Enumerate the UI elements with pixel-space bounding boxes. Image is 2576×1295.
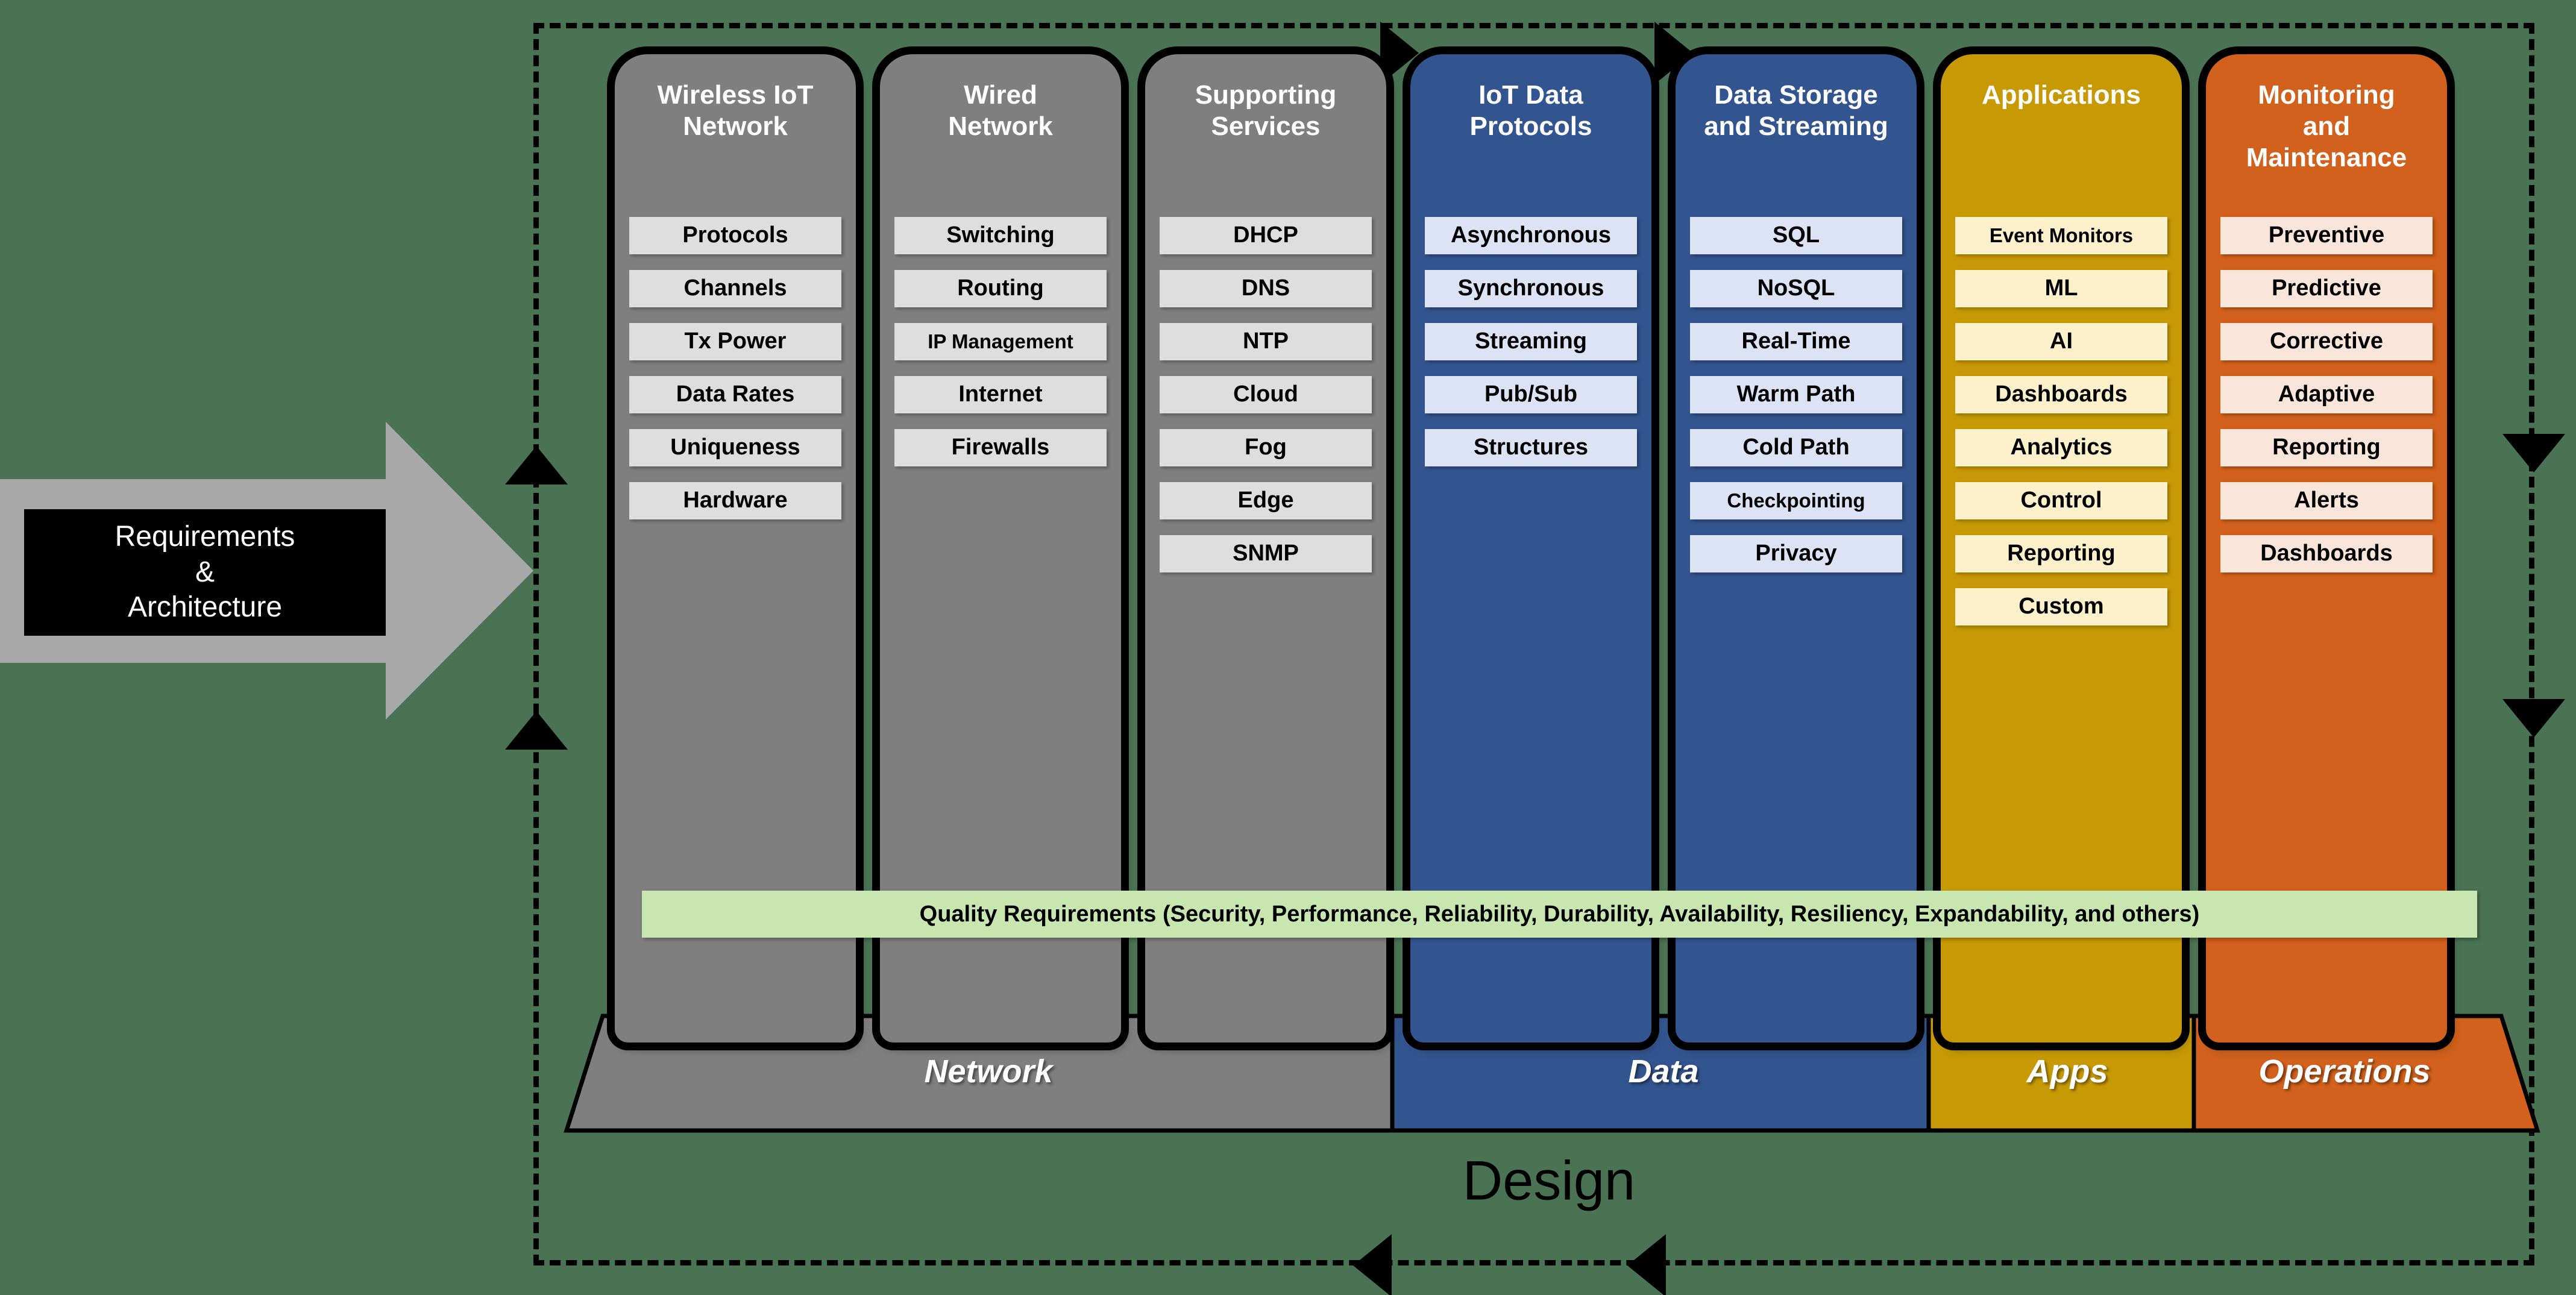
pillar-item[interactable]: IP Management (894, 322, 1107, 360)
pillar-item[interactable]: SNMP (1160, 535, 1372, 572)
pillar-title-line: Wired (964, 80, 1037, 110)
pillar-item[interactable]: Checkpointing (1690, 481, 1902, 519)
pillar-item[interactable]: Asynchronous (1425, 216, 1637, 254)
pillar-title-line: Supporting (1195, 80, 1337, 110)
pillar-item[interactable]: Predictive (2220, 269, 2433, 307)
pillar-title-line: Monitoring (2258, 80, 2395, 110)
base-label-data: Data (1628, 1053, 1699, 1090)
pillar-item[interactable]: Dashboards (2220, 535, 2433, 572)
pillar-item[interactable]: ML (1955, 269, 2167, 307)
pillar-item[interactable]: Custom (1955, 588, 2167, 626)
pillar-item[interactable]: Event Monitors (1955, 216, 2167, 254)
pillar-title-line: and Streaming (1704, 111, 1888, 141)
pillar-item[interactable]: Preventive (2220, 216, 2433, 254)
pillar-title-line: IoT Data (1478, 80, 1583, 110)
pillar-item[interactable]: Data Rates (629, 375, 841, 413)
pillar-title-line: Network (948, 111, 1053, 141)
pillar-item[interactable]: Firewalls (894, 428, 1107, 466)
pillar-item[interactable]: Routing (894, 269, 1107, 307)
pillar-item[interactable]: Uniqueness (629, 428, 841, 466)
pillar-item[interactable]: Switching (894, 216, 1107, 254)
pillar-title-line: Applications (1981, 80, 2141, 110)
pillar-item[interactable]: Hardware (629, 481, 841, 519)
pillar-item[interactable]: Privacy (1690, 535, 1902, 572)
pillar-item[interactable]: Dashboards (1955, 375, 2167, 413)
pillar-item[interactable]: Reporting (2220, 428, 2433, 466)
pillar-item[interactable]: SQL (1690, 216, 1902, 254)
pillar-title-line: Services (1211, 111, 1321, 141)
boundary-arrow-right-lower-icon (2502, 699, 2565, 738)
pillar-item[interactable]: Cloud (1160, 375, 1372, 413)
input-arrow-head-icon (386, 422, 533, 720)
pillar-item[interactable]: Control (1955, 481, 2167, 519)
pillar-item[interactable]: DNS (1160, 269, 1372, 307)
pillar-item[interactable]: Internet (894, 375, 1107, 413)
pillar-item[interactable]: Pub/Sub (1425, 375, 1637, 413)
pillar-title-line: Network (683, 111, 788, 141)
pillar-item[interactable]: Streaming (1425, 322, 1637, 360)
boundary-arrow-right-upper-icon (2502, 434, 2565, 472)
boundary-arrow-bottom-right-icon (1627, 1234, 1666, 1295)
pillar-item[interactable]: Edge (1160, 481, 1372, 519)
base-label-operations: Operations (2258, 1053, 2431, 1090)
pillar-title-line: and (2302, 111, 2351, 141)
base-label-network: Network (924, 1053, 1053, 1090)
pillar-item[interactable]: DHCP (1160, 216, 1372, 254)
pillar-title-line: Wireless IoT (657, 80, 814, 110)
pillar-item[interactable]: Structures (1425, 428, 1637, 466)
pillar-item[interactable]: Channels (629, 269, 841, 307)
requirements-label-line2: & (195, 556, 215, 588)
pillar-item[interactable]: Real-Time (1690, 322, 1902, 360)
pillar-item[interactable]: AI (1955, 322, 2167, 360)
boundary-arrow-bottom-left-icon (1353, 1234, 1392, 1295)
pillar-item[interactable]: Analytics (1955, 428, 2167, 466)
pillar-item[interactable]: Reporting (1955, 535, 2167, 572)
pillar-item[interactable]: NTP (1160, 322, 1372, 360)
pillar-item[interactable]: Tx Power (629, 322, 841, 360)
pillar-title-line: Maintenance (2246, 142, 2407, 172)
requirements-architecture-box: Requirements & Architecture (24, 509, 386, 636)
pillar-title: Applications (1941, 80, 2182, 111)
requirements-label-line3: Architecture (127, 591, 283, 624)
design-title: Design (1462, 1150, 1636, 1212)
pillar-item[interactable]: Corrective (2220, 322, 2433, 360)
base-label-apps: Apps (2026, 1053, 2108, 1090)
pillar-item[interactable]: NoSQL (1690, 269, 1902, 307)
pillar-item[interactable]: Adaptive (2220, 375, 2433, 413)
pillar-item[interactable]: Warm Path (1690, 375, 1902, 413)
pillar-title-line: Data Storage (1714, 80, 1878, 110)
pillar-item[interactable]: Alerts (2220, 481, 2433, 519)
pillar-item[interactable]: Fog (1160, 428, 1372, 466)
pillar-title-line: Protocols (1469, 111, 1592, 141)
requirements-label-line1: Requirements (115, 521, 295, 553)
pillar-item[interactable]: Protocols (629, 216, 841, 254)
pillar-item[interactable]: Cold Path (1690, 428, 1902, 466)
pillar-item[interactable]: Synchronous (1425, 269, 1637, 307)
quality-requirements-bar: Quality Requirements (Security, Performa… (642, 891, 2477, 938)
